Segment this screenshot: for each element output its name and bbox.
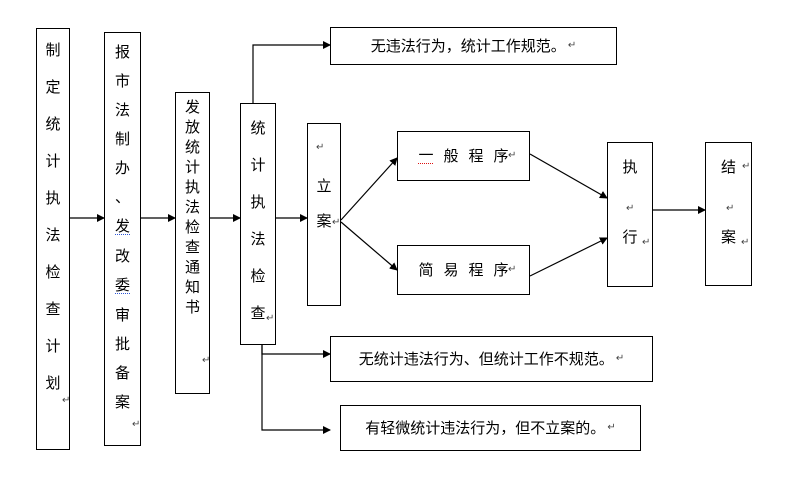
node-plan-char: 检 — [45, 263, 61, 281]
node-simple-procedure: 简 易 程 序 — [397, 245, 530, 295]
node-report-char: 备 — [114, 364, 130, 382]
node-notice-char: 知 — [184, 278, 200, 296]
node-notice-char: 执 — [184, 178, 200, 196]
outcome-minor-text: 有轻微统计违法行为，但不立案的。 — [365, 418, 606, 437]
return-mark: ↵ — [266, 313, 275, 324]
node-file-case-char: 立 — [316, 177, 332, 195]
return-mark: ↵ — [132, 419, 141, 430]
node-execute-char: 执 — [622, 158, 638, 176]
arrow-simple-to-execute — [529, 237, 608, 277]
node-inspect-char: 法 — [250, 230, 266, 248]
return-mark: ↵ — [62, 395, 71, 406]
node-report-char: 、 — [114, 188, 130, 206]
node-report-char: 报 — [114, 43, 130, 61]
node-general-char: 一 — [418, 146, 434, 164]
node-inspect-char: 统 — [250, 119, 266, 137]
node-report-char: 办 — [114, 159, 130, 177]
node-notice-char: 检 — [184, 218, 200, 236]
node-plan-char: 法 — [45, 226, 61, 244]
return-mark: ↵ — [607, 422, 616, 433]
return-mark: ↵ — [626, 203, 635, 214]
outcome-irregular-text: 无统计违法行为、但统计工作不规范。 — [358, 349, 614, 368]
node-close-case: 结 案 — [705, 142, 752, 286]
return-mark: ↵ — [741, 237, 750, 248]
node-file-case-char: 案 — [316, 212, 332, 230]
node-simple-char: 简 — [418, 260, 434, 279]
arrow-inspect-to-irregular — [261, 345, 331, 358]
node-notice-char: 放 — [184, 118, 200, 136]
return-mark: ↵ — [642, 237, 651, 248]
node-report-char: 委 — [114, 276, 130, 294]
node-notice-char: 计 — [184, 158, 200, 176]
node-inspect-char: 执 — [250, 193, 266, 211]
node-simple-char: 程 — [468, 260, 484, 279]
node-report-char: 制 — [114, 130, 130, 148]
node-inspect-char: 计 — [250, 156, 266, 174]
return-mark: ↵ — [332, 217, 341, 228]
node-general-procedure: 一 般 程 序 — [397, 131, 530, 181]
node-plan-char: 制 — [45, 41, 61, 59]
outcome-minor: 有轻微统计违法行为，但不立案的。 ↵ — [340, 405, 641, 451]
return-mark: ↵ — [202, 355, 211, 366]
node-notice: 发 放 统 计 执 法 检 查 通 知 书 — [175, 92, 210, 394]
node-plan-char: 执 — [45, 189, 61, 207]
node-execute-char: 行 — [622, 228, 638, 246]
return-mark: ↵ — [316, 142, 325, 153]
return-mark: ↵ — [742, 161, 751, 172]
node-report-char: 案 — [114, 393, 130, 411]
node-simple-char: 易 — [443, 260, 459, 279]
node-plan-char: 定 — [45, 78, 61, 96]
return-mark: ↵ — [508, 150, 517, 161]
arrow-general-to-execute — [529, 153, 608, 199]
outcome-no-violation-text: 无违法行为，统计工作规范。 — [370, 36, 566, 55]
node-file-case: 立 案 — [307, 123, 341, 306]
return-mark: ↵ — [567, 40, 577, 51]
node-report-char: 批 — [114, 335, 130, 353]
node-report-char: 改 — [114, 247, 130, 265]
node-simple-char: 序 — [493, 260, 509, 279]
node-report-char: 法 — [114, 101, 130, 119]
node-report-char: 审 — [114, 306, 130, 324]
node-inspect-char: 查 — [250, 304, 266, 322]
node-close-case-char: 结 — [720, 158, 736, 176]
node-plan: 制 定 统 计 执 法 检 查 计 划 — [36, 28, 70, 450]
node-notice-char: 书 — [184, 298, 200, 316]
node-notice-char: 统 — [184, 138, 200, 156]
return-mark: ↵ — [615, 353, 625, 364]
node-plan-char: 统 — [45, 115, 61, 133]
arrow-filecase-to-general — [340, 157, 398, 221]
node-general-char: 序 — [493, 146, 509, 165]
node-inspect-char: 检 — [250, 267, 266, 285]
node-report: 报 市 法 制 办 、 发 改 委 审 批 备 案 — [104, 32, 141, 446]
node-notice-char: 查 — [184, 238, 200, 256]
outcome-no-violation: 无违法行为，统计工作规范。 ↵ — [330, 27, 617, 65]
node-notice-char: 发 — [184, 98, 200, 116]
node-general-char: 般 — [443, 146, 459, 165]
node-execute: 执 行 — [607, 142, 653, 287]
node-report-char: 发 — [114, 217, 130, 235]
node-inspect: 统 计 执 法 检 查 — [240, 103, 276, 345]
node-report-char: 市 — [114, 72, 130, 90]
node-plan-char: 计 — [45, 152, 61, 170]
node-notice-char: 通 — [184, 258, 200, 276]
arrow-filecase-to-simple — [340, 221, 398, 271]
node-plan-char: 划 — [45, 374, 61, 392]
node-notice-char: 法 — [184, 198, 200, 216]
node-close-case-char: 案 — [720, 228, 736, 246]
node-plan-char: 计 — [45, 337, 61, 355]
arrow-inspect-to-no-violation — [252, 41, 331, 103]
node-general-char: 程 — [468, 146, 484, 165]
return-mark: ↵ — [508, 264, 517, 275]
node-plan-char: 查 — [45, 300, 61, 318]
outcome-irregular: 无统计违法行为、但统计工作不规范。 ↵ — [330, 336, 653, 382]
arrow-inspect-to-minor — [261, 345, 331, 434]
return-mark: ↵ — [726, 203, 735, 214]
